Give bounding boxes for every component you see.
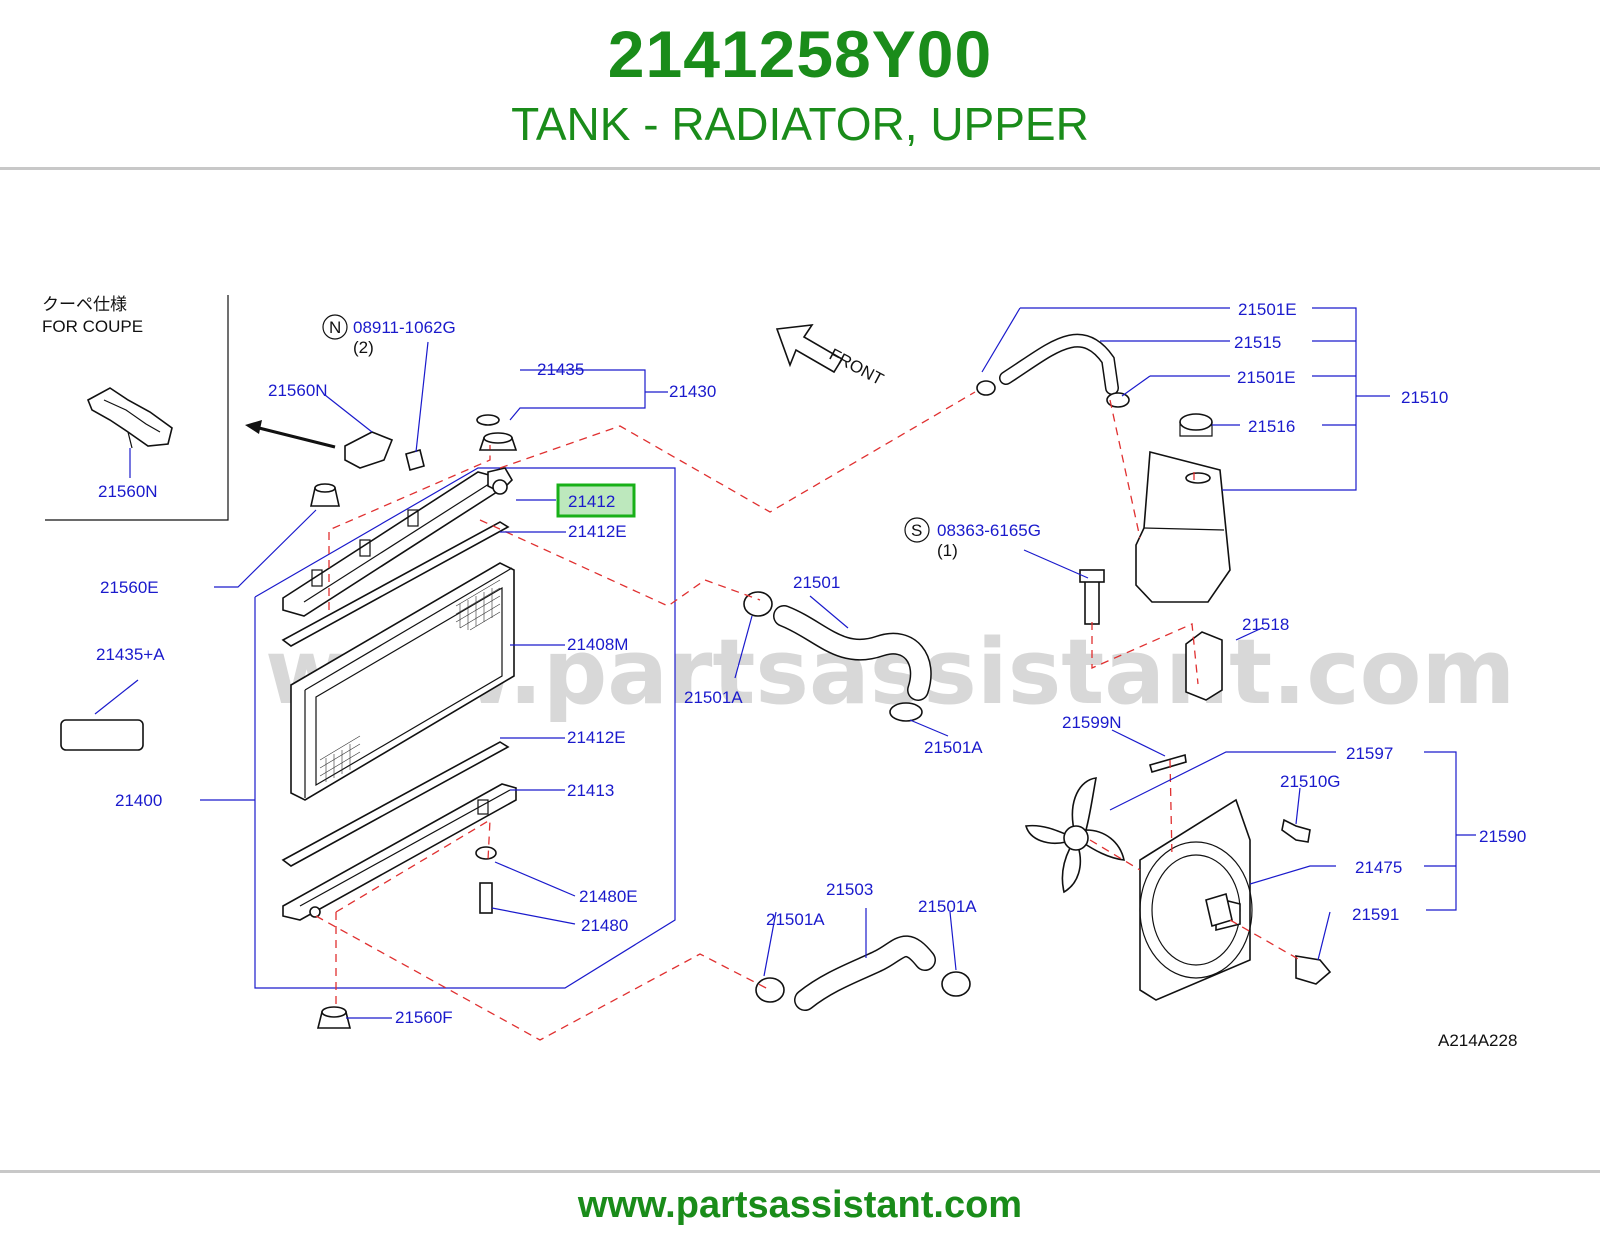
- radiator-core-part: [290, 562, 515, 801]
- fan-shroud-part: [1139, 798, 1253, 1001]
- label-21413: 21413: [567, 781, 614, 800]
- label-21560E: 21560E: [100, 578, 159, 597]
- label-08911-1062G: 08911-1062G: [353, 318, 456, 337]
- label-21408M: 21408M: [567, 635, 628, 654]
- label-21515: 21515: [1234, 333, 1281, 352]
- label-21560F: 21560F: [395, 1008, 453, 1027]
- cap-seal-part: [476, 414, 500, 426]
- label-plate-part: [60, 719, 144, 751]
- reservoir-bracket-part: [1185, 631, 1223, 701]
- clamp-21501A-lower-left: [755, 977, 785, 1003]
- front-arrow: FRONT: [775, 324, 887, 389]
- label-21412E-upper: 21412E: [568, 522, 627, 541]
- label-21501: 21501: [793, 573, 840, 592]
- label-21591: 21591: [1352, 905, 1399, 924]
- coupe-arrowhead: [245, 420, 262, 434]
- bolt-08363-part: [1084, 577, 1100, 625]
- label-08363-6165G: 08363-6165G: [937, 521, 1041, 540]
- clamp-21501A-lower-right: [941, 971, 971, 997]
- label-21510G: 21510G: [1280, 772, 1341, 791]
- label-21590: 21590: [1479, 827, 1526, 846]
- label-21412[interactable]: 21412: [568, 492, 615, 511]
- clamp-21501A-upper-right: [889, 702, 923, 722]
- n-marker-circle: [322, 314, 348, 340]
- label-21501A-4: 21501A: [918, 897, 977, 916]
- footer-url[interactable]: www.partsassistant.com: [577, 1184, 1023, 1226]
- cooling-fan-part: [1024, 777, 1126, 894]
- coupe-arrow: [254, 425, 336, 449]
- seal-lower-part: [281, 741, 510, 867]
- spacer-21599N-part: [1149, 753, 1187, 773]
- part-number-title: 2141258Y00: [607, 17, 993, 91]
- clamp-21501E-right: [1106, 392, 1130, 408]
- reservoir-cap-part: [1179, 413, 1213, 431]
- n-marker: N: [329, 318, 341, 337]
- label-21516: 21516: [1248, 417, 1295, 436]
- label-21430: 21430: [669, 382, 716, 401]
- label-21501A-3: 21501A: [766, 910, 825, 929]
- label-21480: 21480: [581, 916, 628, 935]
- header-divider: [0, 167, 1600, 170]
- inset-title-en: FOR COUPE: [42, 317, 143, 336]
- clip-21560N-part: [344, 431, 394, 469]
- drawing-code: A214A228: [1438, 1031, 1517, 1050]
- inset-title-jp: クーペ仕様: [42, 295, 127, 314]
- highlighted-part-box: [556, 483, 636, 518]
- label-21501E-1: 21501E: [1238, 300, 1297, 319]
- label-21597: 21597: [1346, 744, 1393, 763]
- coupe-bracket-icon: [86, 387, 173, 447]
- label-qty-2: (2): [353, 338, 374, 357]
- fan-motor-part: [1205, 892, 1233, 928]
- label-21560N-inset: 21560N: [98, 482, 158, 501]
- footer-divider: [0, 1170, 1600, 1173]
- part-name-subtitle: TANK - RADIATOR, UPPER: [511, 98, 1089, 150]
- drain-bolt-part: [479, 882, 493, 914]
- label-21560N: 21560N: [268, 381, 328, 400]
- washer-part: [475, 846, 497, 860]
- clamp-21501A-upper-left: [743, 591, 773, 617]
- grommet-part: [405, 449, 425, 471]
- screw-21510G-part: [1281, 818, 1311, 843]
- label-21501E-2: 21501E: [1237, 368, 1296, 387]
- lower-tank-part: [282, 783, 517, 921]
- label-21475: 21475: [1355, 858, 1402, 877]
- s-marker: S: [911, 521, 922, 540]
- label-21518: 21518: [1242, 615, 1289, 634]
- label-21501A-1: 21501A: [684, 688, 743, 707]
- clamp-21501E-left: [976, 380, 996, 396]
- connector-21591-part: [1295, 955, 1332, 985]
- upper-tank-part: [282, 467, 514, 617]
- label-21501A-2: 21501A: [924, 738, 983, 757]
- seal-upper-part: [281, 521, 510, 647]
- s-marker-circle: [904, 517, 930, 543]
- label-21503: 21503: [826, 880, 873, 899]
- coupe-inset: クーペ仕様 FOR COUPE 21560N: [42, 295, 229, 521]
- label-21599N: 21599N: [1062, 713, 1122, 732]
- label-21400: 21400: [115, 791, 162, 810]
- label-qty-1: (1): [937, 541, 958, 560]
- label-21435A: 21435+A: [96, 645, 165, 664]
- label-21480E: 21480E: [579, 887, 638, 906]
- label-21510: 21510: [1401, 388, 1448, 407]
- label-21435: 21435: [537, 360, 584, 379]
- label-21412E-lower: 21412E: [567, 728, 626, 747]
- radiator-assembly-outline: [254, 467, 676, 989]
- reservoir-tank-part: [1135, 413, 1231, 603]
